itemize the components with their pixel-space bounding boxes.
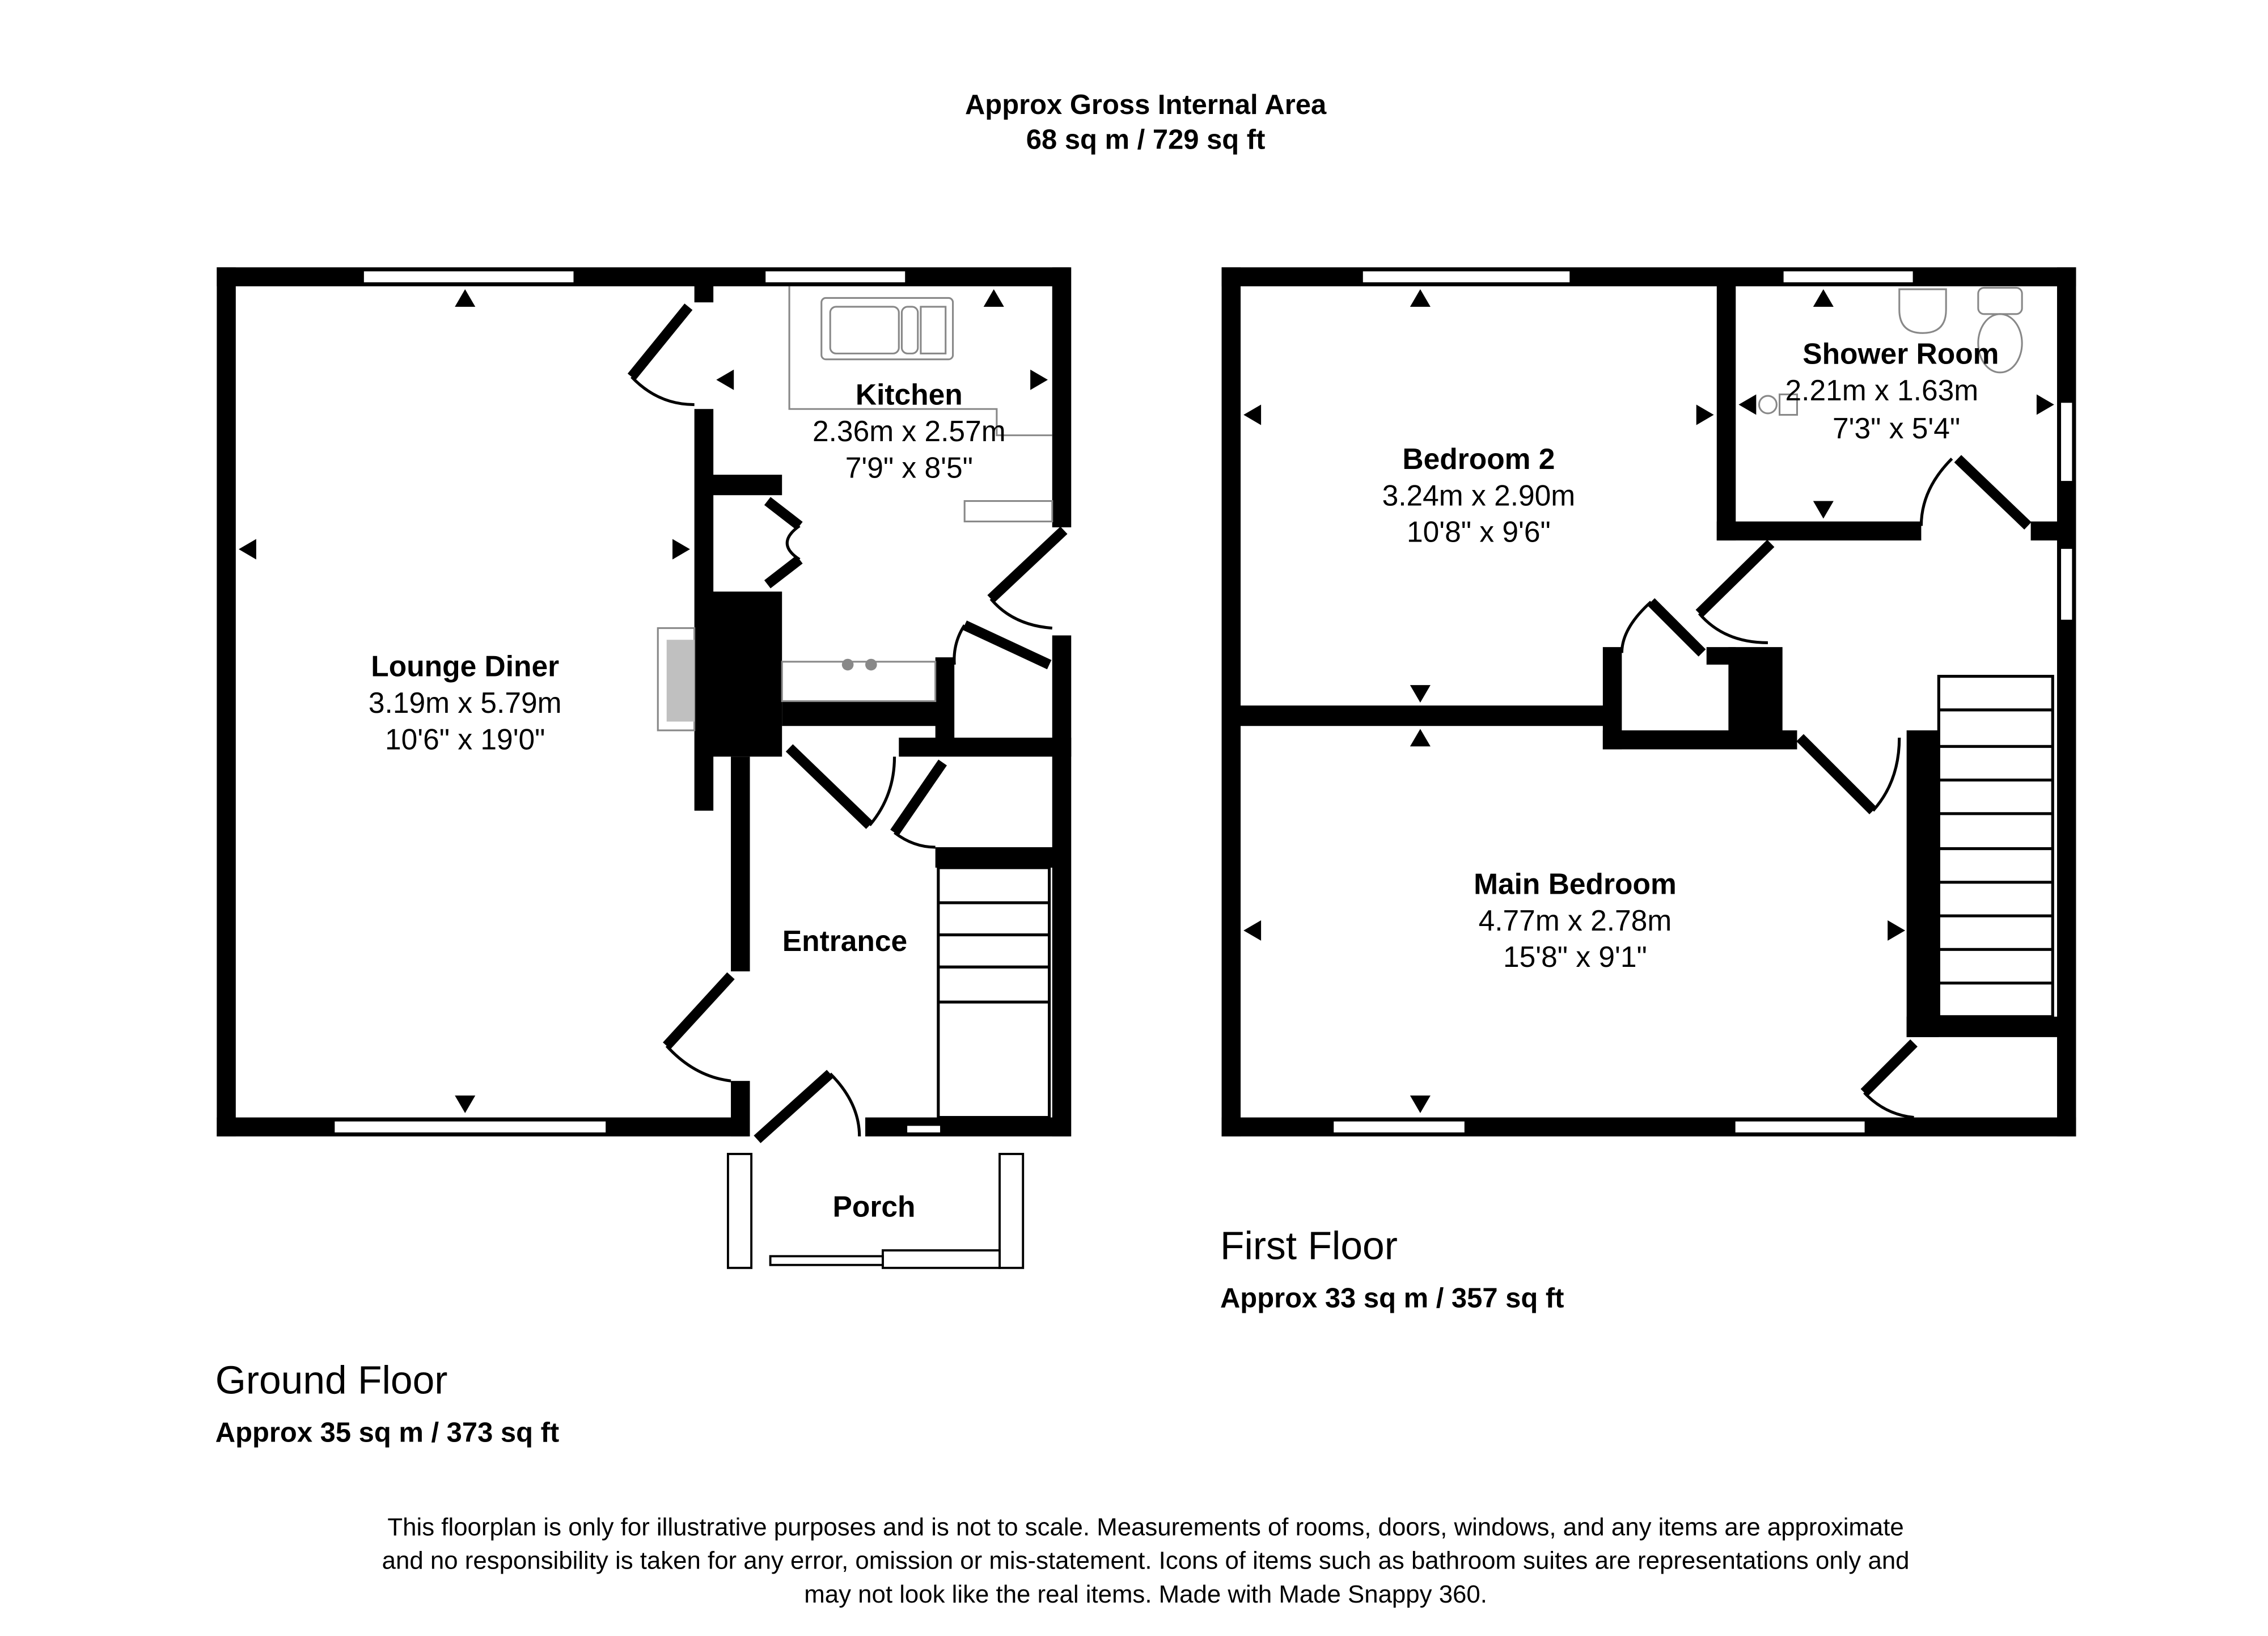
ground-floor-stairs [937,866,1051,1119]
ground-floor-windows [332,269,1025,1269]
first-floor-arrows [1243,289,2054,1113]
room-name-shower-room: Shower Room [1802,337,1999,370]
shower-room-fixtures [1758,286,2023,416]
room-imperial-shower-room: 7'3" x 5'4" [1833,412,1960,445]
header-total-area: 68 sq m / 729 sq ft [1026,125,1266,155]
disclaimer-line-1: This floorplan is only for illustrative … [387,1513,1903,1541]
first-floor-plan: Bedroom 2 3.24m x 2.90m 10'8" x 9'6" Sho… [1221,267,2076,1137]
room-metric-lounge-diner: 3.19m x 5.79m [369,686,562,719]
room-metric-bedroom-2: 3.24m x 2.90m [1382,479,1576,511]
room-metric-kitchen: 2.36m x 2.57m [813,415,1006,447]
room-imperial-lounge-diner: 10'6" x 19'0" [385,722,545,755]
first-floor-walls [1221,267,2076,1137]
first-floor-stairs [1937,675,2054,1018]
room-imperial-main-bedroom: 15'8" x 9'1" [1503,940,1647,973]
toilet-icon [1977,286,2023,315]
room-imperial-bedroom-2: 10'8" x 9'6" [1407,515,1551,548]
kitchen-fixtures [657,286,1053,732]
ground-floor-arrows [238,289,1048,1113]
shower-icon [1758,395,1778,415]
room-name-main-bedroom: Main Bedroom [1474,867,1677,900]
room-imperial-kitchen: 7'9" x 8'5" [845,451,973,484]
ground-floor-doors [627,303,1068,1143]
first-floor-doors [1620,455,2032,1119]
room-name-bedroom-2: Bedroom 2 [1402,442,1555,475]
room-name-lounge-diner: Lounge Diner [371,650,559,683]
room-metric-shower-room: 2.21m x 1.63m [1785,374,1979,407]
hob-icon [781,661,937,702]
room-name-kitchen: Kitchen [856,378,963,411]
disclaimer-line-2: and no responsibility is taken for any e… [382,1547,1910,1575]
basin-icon [1898,288,1947,334]
ground-floor-area: Approx 35 sq m / 373 sq ft [215,1417,559,1448]
header-title: Approx Gross Internal Area [965,90,1327,120]
disclaimer-line-3: may not look like the real items. Made w… [804,1580,1487,1608]
room-name-porch: Porch [833,1190,916,1223]
first-floor-area: Approx 33 sq m / 357 sq ft [1220,1283,1564,1313]
sink-icon [820,297,954,361]
ground-floor-label: Ground Floor [215,1358,448,1402]
room-metric-main-bedroom: 4.77m x 2.78m [1479,904,1672,937]
first-floor-label: First Floor [1220,1223,1398,1267]
first-floor-windows [1331,269,2075,1135]
room-name-entrance: Entrance [782,924,907,957]
ground-floor-plan: Lounge Diner 3.19m x 5.79m 10'6" x 19'0"… [217,267,1072,1269]
ground-floor-walls [217,267,1072,1137]
